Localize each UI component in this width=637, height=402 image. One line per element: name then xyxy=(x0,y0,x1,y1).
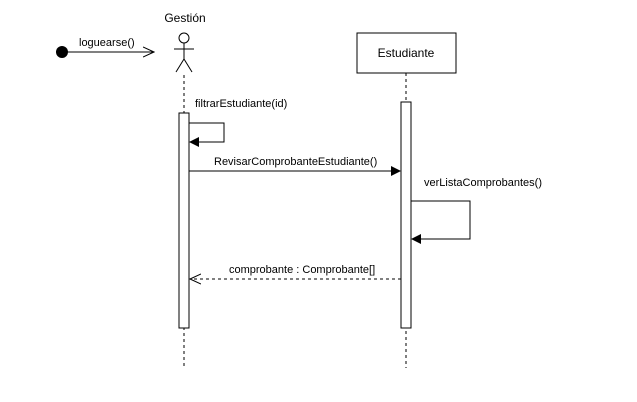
ver-lista-comprobantes-message: verListaComprobantes() xyxy=(411,177,542,244)
loguearse-label: loguearse() xyxy=(79,37,135,49)
ver-lista-comprobantes-arrow xyxy=(411,200,471,244)
gestion-activation-bar xyxy=(178,112,190,329)
initial-message: loguearse() xyxy=(56,37,154,58)
estudiante-activation-bar xyxy=(400,101,412,329)
revisar-comprobante-label: RevisarComprobanteEstudiante() xyxy=(214,156,377,168)
comprobante-return-message: comprobante : Comprobante[] xyxy=(190,264,401,279)
estudiante-label: Estudiante xyxy=(378,46,435,60)
actor-figure-icon xyxy=(174,32,194,73)
filtrar-estudiante-label: filtrarEstudiante(id) xyxy=(195,98,287,110)
estudiante-box xyxy=(356,32,457,74)
ver-lista-comprobantes-label: verListaComprobantes() xyxy=(424,177,542,189)
participant-estudiante: Estudiante xyxy=(356,32,457,368)
gestion-label: Gestión xyxy=(164,11,205,25)
revisar-comprobante-message: RevisarComprobanteEstudiante() xyxy=(189,156,401,176)
comprobante-return-label: comprobante : Comprobante[] xyxy=(229,264,375,276)
filtrar-estudiante-message: filtrarEstudiante(id) xyxy=(189,98,287,147)
initial-node xyxy=(56,46,68,58)
participant-gestion: Gestión xyxy=(164,11,206,368)
filtrar-estudiante-arrow xyxy=(189,122,225,147)
